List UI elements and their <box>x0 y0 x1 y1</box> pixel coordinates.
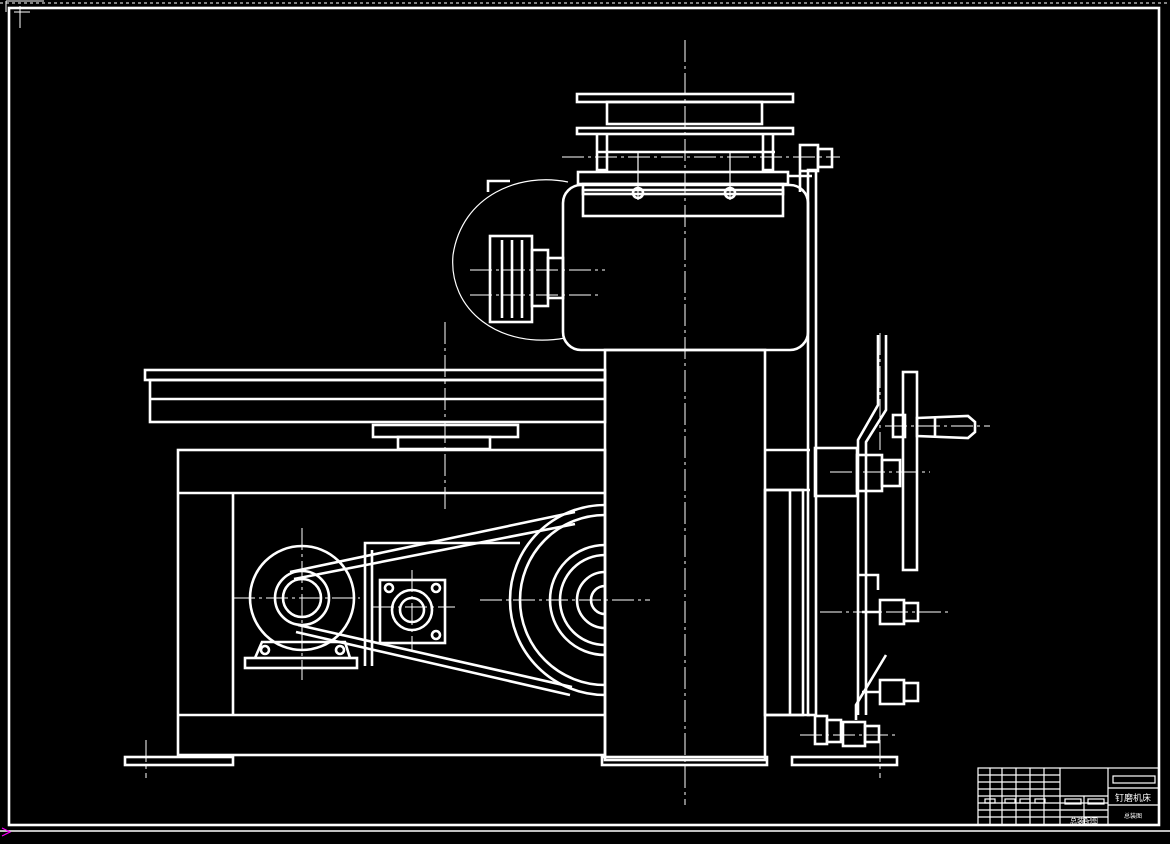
drive-motor-pulley <box>243 544 359 670</box>
drawing-footer-note: 总装配图 <box>1070 816 1098 825</box>
grinding-wheel <box>488 234 565 324</box>
drawing-frame <box>7 6 1161 827</box>
main-column <box>603 168 818 762</box>
center-lines <box>145 40 990 805</box>
feed-mechanism <box>813 335 977 748</box>
large-pulley <box>508 503 606 697</box>
title-block <box>977 767 1160 826</box>
ucs-icon <box>5 0 44 28</box>
wheel-guard-arc <box>452 179 569 341</box>
base-frame <box>123 448 899 767</box>
work-table <box>143 368 607 451</box>
v-belt <box>289 510 576 697</box>
bearing-block <box>378 578 447 645</box>
drawing-subtitle: 总装图 <box>1124 812 1142 820</box>
spindle-head-assembly <box>486 92 834 352</box>
ucs-arrow-icon <box>1 827 12 837</box>
drawing-title: 钉磨机床 <box>1115 792 1151 804</box>
